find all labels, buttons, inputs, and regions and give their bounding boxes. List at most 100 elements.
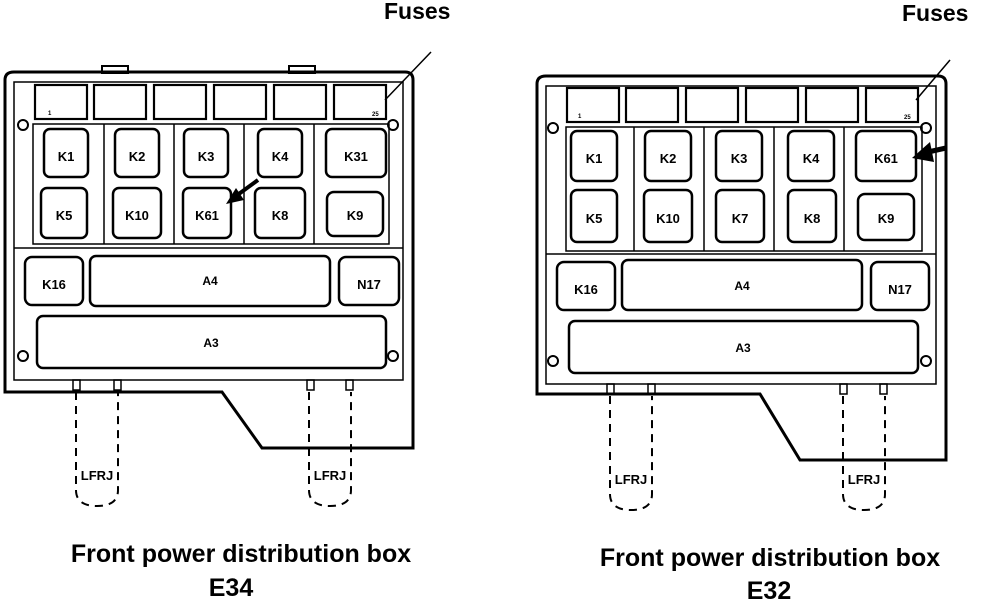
relay-label: K1: [586, 151, 603, 166]
relay-label: K5: [586, 211, 603, 226]
housing-inner-rim: [13, 81, 404, 381]
relay: [786, 129, 836, 183]
screw: [387, 350, 399, 362]
connector-right: LFRJ: [306, 379, 354, 508]
fuse-slot: [152, 83, 208, 121]
caption-code: E32: [747, 577, 791, 604]
relay-label: K4: [803, 151, 820, 166]
relay: [786, 188, 838, 244]
connector-pin: [72, 379, 81, 391]
fuse-number-first: 1: [578, 114, 582, 120]
relay: [181, 186, 233, 240]
connector-pin: [606, 383, 615, 395]
connector-left: LFRJ: [606, 383, 656, 512]
relay: [642, 188, 694, 244]
fuse-slot: [33, 83, 89, 121]
fuse-slot: [744, 86, 800, 124]
connector-pin: [647, 383, 656, 395]
connector-outline: [842, 396, 886, 512]
distribution-box-e34: 1 25 Fuses K1 K2 K3 K4: [3, 0, 450, 602]
screw: [920, 122, 932, 134]
relay-label: K4: [272, 149, 289, 164]
relay: [39, 186, 89, 240]
relay: [869, 260, 931, 312]
relay: [555, 260, 617, 312]
housing-outline: [3, 70, 415, 450]
relay-label: K61: [874, 151, 898, 166]
relay-label: K61: [195, 208, 219, 223]
module-a4: [88, 254, 332, 308]
fuse-number-first: 1: [48, 111, 52, 117]
relay: [256, 127, 304, 179]
highlight-arrow: [226, 178, 260, 204]
fuse-slot: [212, 83, 268, 121]
relay: [23, 255, 85, 307]
housing-inner-rim: [545, 85, 937, 385]
relay-label: K16: [574, 282, 598, 297]
housing-tab: [101, 65, 129, 74]
relay: [42, 127, 90, 179]
fuses-leader-line: [384, 51, 432, 101]
relay: [856, 192, 916, 242]
relay-label: N17: [357, 277, 381, 292]
module-label: A3: [735, 341, 751, 355]
housing-outline: [535, 74, 948, 462]
fuse-number-last: 25: [372, 112, 379, 118]
screw: [547, 122, 559, 134]
module-a3: [35, 314, 388, 370]
relay-label: K1: [58, 149, 75, 164]
relay: [569, 129, 619, 183]
screws: [547, 122, 932, 367]
fuses-leader-line: [915, 59, 951, 101]
caption-title: Front power distribution box: [71, 540, 411, 568]
screw: [547, 355, 559, 367]
highlight-arrow: [912, 142, 947, 162]
relay: [714, 129, 764, 183]
screw: [17, 350, 29, 362]
relay: [569, 188, 619, 244]
fuse-strip: 1 25: [33, 83, 388, 121]
connector-pin: [306, 379, 315, 391]
module-label: A3: [203, 336, 219, 350]
relay: [324, 127, 388, 179]
relay: [113, 127, 161, 179]
connector-left: LFRJ: [72, 379, 122, 508]
fuse-slot: [92, 83, 148, 121]
fuse-number-last: 25: [904, 115, 911, 121]
fuse-slot: [684, 86, 740, 124]
relays-bottom: K5 K10 K61 K8 K9: [39, 186, 385, 240]
module-label: A4: [734, 279, 750, 293]
relay-label: K8: [804, 211, 821, 226]
fuses-label: Fuses: [902, 0, 968, 26]
relay-label: K3: [198, 149, 215, 164]
relay-label: N17: [888, 282, 912, 297]
connector-pin: [113, 379, 122, 391]
connector-outline: [308, 392, 352, 508]
fuse-slot: [804, 86, 860, 124]
arrow-shaft: [234, 178, 260, 198]
screw: [920, 355, 932, 367]
relay-label: K10: [656, 211, 680, 226]
relay: [111, 186, 163, 240]
fuse-slot: [565, 86, 621, 124]
relay-label: K7: [732, 211, 749, 226]
relay: [337, 255, 401, 307]
module-a3: [567, 319, 920, 375]
fuse-slot: [864, 86, 920, 124]
relays-top: K1 K2 K3 K4 K61: [569, 129, 918, 183]
distribution-box-e32: 1 25 Fuses K1 K2 K3 K4 K61: [535, 0, 968, 604]
module-a4: [620, 258, 864, 312]
fuses-label: Fuses: [384, 0, 450, 24]
connector-label: LFRJ: [81, 468, 114, 483]
fuse-slot: [332, 83, 388, 121]
fuse-slot: [624, 86, 680, 124]
connector-pin: [345, 379, 354, 391]
relay-label: K5: [56, 208, 73, 223]
relays-bottom: K5 K10 K7 K8 K9: [569, 188, 916, 244]
arrow-head: [226, 188, 244, 204]
screw: [17, 119, 29, 131]
fuse-slot: [272, 83, 328, 121]
connector-outline: [609, 396, 653, 512]
caption-title: Front power distribution box: [600, 544, 940, 572]
relay-label: K8: [272, 208, 289, 223]
